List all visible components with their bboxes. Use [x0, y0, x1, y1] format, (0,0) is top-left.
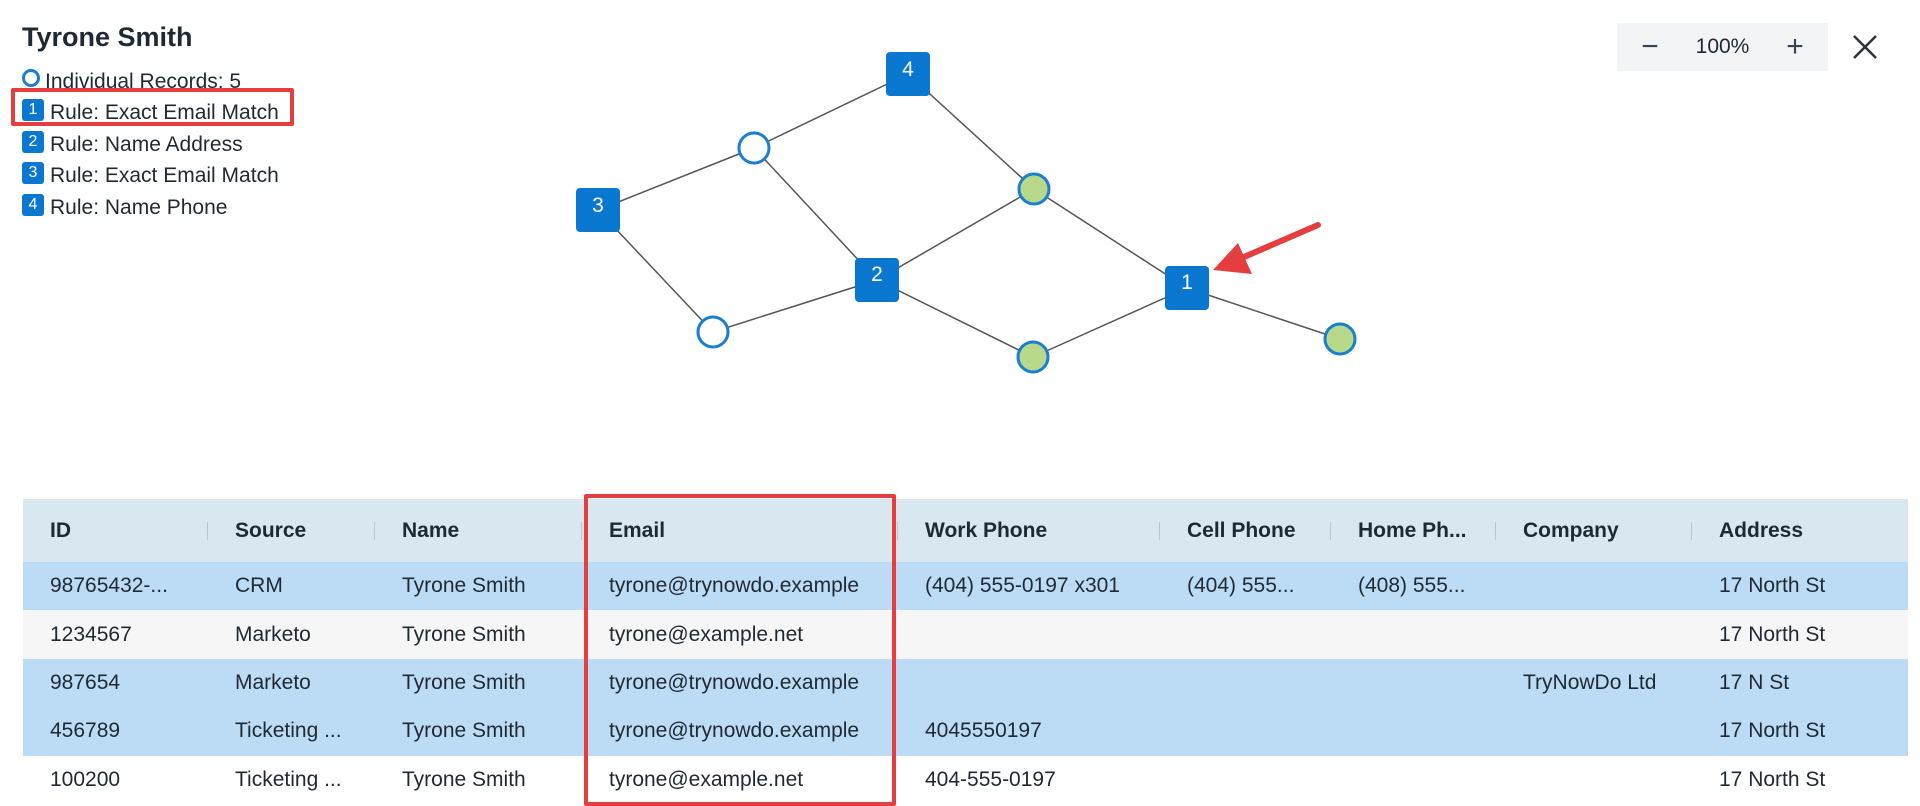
cell-source: Marketo — [235, 622, 311, 646]
legend-item-rule-4[interactable]: 4 Rule: Name Phone — [22, 192, 279, 224]
cell-cell-phone: (404) 555... — [1187, 574, 1295, 598]
matched-record-node[interactable] — [1323, 322, 1357, 356]
cell-company: TryNowDo Ltd — [1523, 670, 1657, 694]
table-row[interactable]: 1234567 Marketo Tyrone Smith tyrone@exam… — [23, 610, 1908, 659]
highlight-box-email-column — [584, 494, 896, 806]
cell-work-phone: 4045550197 — [925, 719, 1042, 743]
table-row[interactable]: 987654 Marketo Tyrone Smith tyrone@tryno… — [23, 658, 1908, 708]
rule-node-label: 2 — [871, 263, 883, 286]
table-row[interactable]: 100200 Ticketing ... Tyrone Smith tyrone… — [23, 755, 1908, 804]
column-header-cell-phone[interactable]: Cell Phone — [1160, 519, 1331, 543]
cell-address: 17 North St — [1719, 622, 1826, 646]
matched-record-node[interactable] — [1017, 172, 1051, 206]
cell-email: tyrone@trynowdo.example — [609, 670, 860, 694]
cell-address: 17 North St — [1719, 767, 1826, 791]
cell-email: tyrone@trynowdo.example — [609, 719, 860, 743]
column-header-work-phone[interactable]: Work Phone — [898, 519, 1160, 543]
zoom-control: − 100% + — [1617, 23, 1828, 71]
record-node[interactable] — [737, 131, 771, 165]
cell-address: 17 N St — [1719, 670, 1790, 694]
legend-item-rule-3[interactable]: 3 Rule: Exact Email Match — [22, 161, 279, 193]
column-header-source[interactable]: Source — [208, 519, 375, 543]
legend-item-rule-2[interactable]: 2 Rule: Name Address — [22, 129, 279, 161]
cell-email: tyrone@trynowdo.example — [609, 574, 860, 598]
highlight-box-legend — [11, 88, 294, 126]
cell-name: Tyrone Smith — [402, 622, 526, 646]
cell-email: tyrone@example.net — [609, 622, 804, 646]
rule-badge-icon: 4 — [22, 193, 44, 216]
column-header-id[interactable]: ID — [23, 519, 208, 543]
cell-address: 17 North St — [1719, 719, 1826, 743]
rule-node-label: 4 — [902, 58, 914, 81]
record-circle-icon — [22, 68, 40, 87]
legend-item-rule-1[interactable]: 1 Rule: Exact Email Match — [22, 98, 279, 130]
legend-records-label: Individual Records: 5 — [45, 69, 242, 93]
cell-source: CRM — [235, 574, 283, 598]
column-header-address[interactable]: Address — [1719, 518, 1804, 542]
legend-rule-label: Rule: Exact Email Match — [50, 101, 279, 125]
graph-legend: Individual Records: 5 1 Rule: Exact Emai… — [11, 66, 294, 224]
rule-badge-icon: 1 — [22, 99, 44, 122]
rule-node-2[interactable]: 2 — [855, 258, 899, 302]
rule-node-label: 3 — [592, 194, 604, 217]
record-node[interactable] — [696, 315, 730, 349]
legend-rule-label: Rule: Exact Email Match — [50, 164, 279, 188]
cell-name: Tyrone Smith — [402, 719, 526, 743]
cell-work-phone: (404) 555-0197 x301 — [925, 574, 1120, 598]
rule-node-1[interactable]: 1 — [1165, 266, 1209, 310]
zoom-out-button[interactable]: − — [1641, 30, 1659, 63]
cell-email: tyrone@example.net — [609, 767, 804, 791]
table-row[interactable]: 98765432-... CRM Tyrone Smith tyrone@try… — [23, 562, 1908, 611]
cell-source: Ticketing ... — [235, 719, 342, 743]
column-header-company[interactable]: Company — [1496, 519, 1692, 543]
rule-node-3[interactable]: 3 — [576, 188, 620, 232]
cell-work-phone: 404-555-0197 — [925, 767, 1056, 791]
cell-id: 98765432-... — [50, 574, 168, 598]
legend-item-records: Individual Records: 5 — [22, 66, 279, 98]
cell-id: 1234567 — [50, 622, 132, 646]
legend-rule-label: Rule: Name Phone — [50, 195, 228, 219]
match-graph: 4 3 2 1 — [576, 52, 1357, 374]
cell-home-phone: (408) 555... — [1358, 574, 1466, 598]
cell-id: 100200 — [50, 767, 121, 791]
zoom-in-button[interactable]: + — [1786, 30, 1804, 63]
close-icon — [1853, 35, 1877, 59]
cell-source: Marketo — [235, 670, 311, 694]
rule-badge-icon: 2 — [22, 130, 44, 153]
column-header-name[interactable]: Name — [375, 519, 582, 543]
cell-id: 987654 — [50, 670, 121, 694]
rule-node-label: 1 — [1181, 271, 1193, 294]
annotation-arrow-icon — [1213, 222, 1321, 274]
cell-name: Tyrone Smith — [402, 670, 526, 694]
cell-id: 456789 — [50, 719, 121, 743]
cell-address: 17 North St — [1719, 574, 1826, 598]
page-title: Tyrone Smith — [22, 22, 193, 52]
table-row[interactable]: 456789 Ticketing ... Tyrone Smith tyrone… — [23, 707, 1908, 756]
records-table: ID Source Name Email Work Phone Cell Pho… — [23, 499, 1908, 804]
column-header-email[interactable]: Email — [582, 519, 898, 543]
matched-record-node[interactable] — [1016, 340, 1050, 374]
column-header-home-phone[interactable]: Home Ph... — [1331, 519, 1496, 543]
cell-name: Tyrone Smith — [402, 767, 526, 791]
legend-rule-label: Rule: Name Address — [50, 132, 243, 156]
rule-node-4[interactable]: 4 — [886, 52, 930, 96]
graph-edges — [597, 73, 1341, 358]
table-header: ID Source Name Email Work Phone Cell Pho… — [23, 499, 1908, 562]
zoom-level: 100% — [1695, 35, 1750, 58]
cell-source: Ticketing ... — [235, 767, 342, 791]
close-button[interactable] — [1848, 30, 1882, 64]
rule-badge-icon: 3 — [22, 162, 44, 185]
cell-name: Tyrone Smith — [402, 574, 526, 598]
